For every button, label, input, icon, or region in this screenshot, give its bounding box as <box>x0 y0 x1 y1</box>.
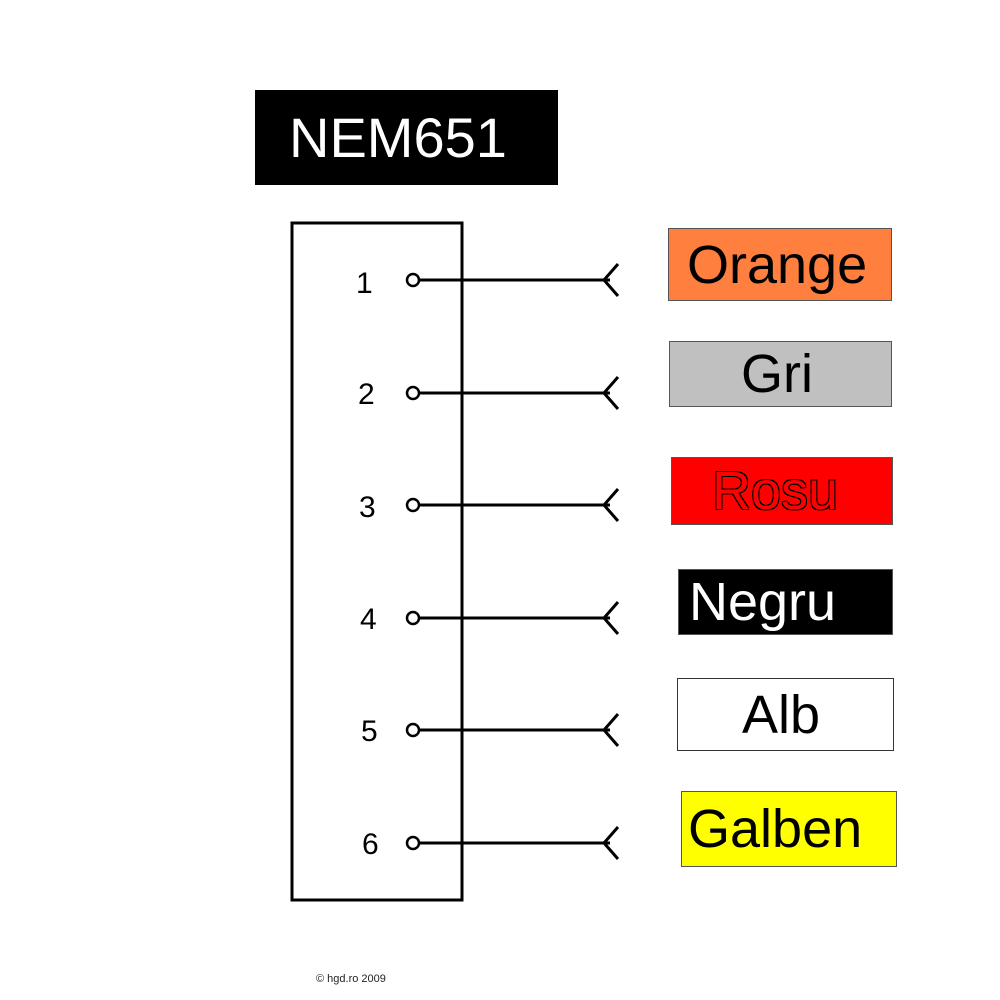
pin-row-1: 1 <box>356 263 620 300</box>
wire-color-label-gri: Gri <box>669 341 892 407</box>
diagram-title: NEM651 <box>255 90 558 185</box>
wire-color-label-negru: Negru <box>678 569 893 635</box>
pin-number: 3 <box>359 491 376 524</box>
connector-body <box>290 221 464 902</box>
pin-terminal <box>405 610 421 626</box>
wire-plug-end <box>602 713 620 747</box>
pin-row-3: 3 <box>359 488 620 524</box>
pin-row-2: 2 <box>358 376 620 411</box>
pin-number: 1 <box>356 267 373 300</box>
pin-row-5: 5 <box>361 713 620 748</box>
wire-color-text: Alb <box>742 684 821 745</box>
pin-terminal <box>405 385 421 401</box>
wire-plug-end <box>602 263 620 297</box>
wire-color-text: Galben <box>688 799 863 859</box>
wire-plug-end <box>602 376 620 410</box>
wire-color-text: Orange <box>687 234 868 295</box>
wire-color-label-orange: Orange <box>668 228 892 301</box>
pin-terminal <box>405 835 421 851</box>
pin-number: 2 <box>358 378 375 411</box>
wire-plug-end <box>602 826 620 860</box>
copyright-notice: © hgd.ro 2009 <box>316 973 386 985</box>
wire-color-label-rosu: Rosu <box>671 457 893 525</box>
pin-terminal <box>405 272 421 288</box>
wire-plug-end <box>602 488 620 522</box>
wire-color-label-alb: Alb <box>677 678 894 751</box>
pin-number: 4 <box>360 603 377 636</box>
pin-row-4: 4 <box>360 601 620 636</box>
wire-plug-end <box>602 601 620 635</box>
wire-color-text: Rosu <box>712 461 839 521</box>
wire-color-text: Negru <box>689 572 837 632</box>
pin-row-6: 6 <box>362 826 620 861</box>
pin-number: 5 <box>361 715 378 748</box>
pin-terminal <box>405 497 421 513</box>
wire-color-label-galben: Galben <box>681 791 897 867</box>
wire-color-text: Gri <box>741 344 813 404</box>
pin-number: 6 <box>362 828 379 861</box>
pin-terminal <box>405 722 421 738</box>
